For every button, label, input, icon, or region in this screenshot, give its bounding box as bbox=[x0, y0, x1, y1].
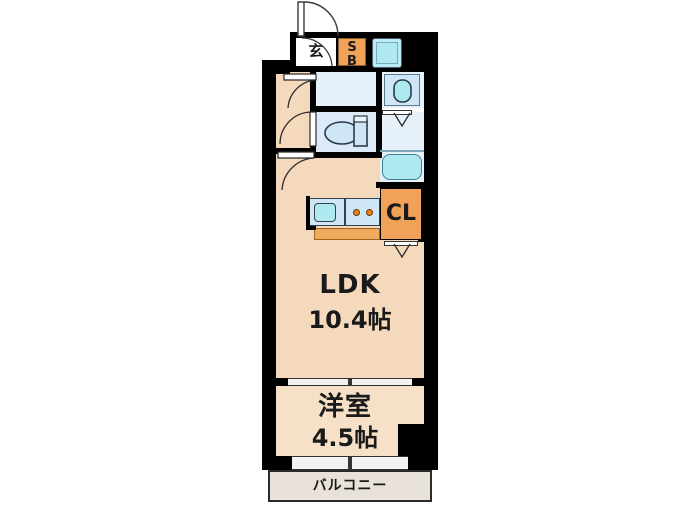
shoe-box bbox=[338, 38, 366, 66]
bedroom-area-label: 4.5帖 bbox=[311, 424, 379, 452]
balcony bbox=[268, 470, 432, 502]
entrance-floor bbox=[296, 38, 336, 66]
bedroom-corner-pillar bbox=[398, 424, 424, 456]
washroom-floor bbox=[316, 72, 380, 108]
washbasin-bowl bbox=[393, 79, 412, 103]
closet-label: CL bbox=[385, 201, 417, 226]
kitchen-wall-stub bbox=[306, 196, 310, 230]
sliding-door-center-stile bbox=[348, 378, 352, 386]
ldk-area-label: 10.4帖 bbox=[308, 306, 392, 334]
washroom-door bbox=[283, 73, 317, 109]
shoe-box-label-line1: S bbox=[347, 40, 357, 55]
balcony-label: バルコニー bbox=[312, 478, 388, 494]
kitchen-sink bbox=[314, 203, 336, 222]
partition-toilet-right bbox=[376, 106, 382, 158]
closet-door-swing bbox=[393, 243, 411, 259]
ldk-label: LDK bbox=[319, 270, 381, 300]
bath-entry-door bbox=[382, 110, 412, 115]
bath-door-swing bbox=[393, 112, 411, 128]
partition-hall-washroom bbox=[310, 72, 316, 108]
toilet-door bbox=[279, 111, 317, 147]
balcony-window-center-stile bbox=[348, 456, 352, 470]
bathtub bbox=[382, 154, 422, 180]
bath-divider-line bbox=[380, 150, 424, 152]
toilet-fixture bbox=[324, 115, 368, 147]
partition-hall-ldk bbox=[276, 148, 316, 154]
gas-stove-burner-left bbox=[353, 209, 360, 216]
washing-machine-pan-inner bbox=[376, 42, 398, 64]
entrance-side-wall-left bbox=[276, 60, 290, 74]
partition-vanity-left bbox=[376, 72, 382, 108]
entrance-inner-door bbox=[301, 37, 333, 67]
closet bbox=[380, 188, 422, 240]
partition-toilet-top bbox=[310, 106, 382, 112]
kitchen-base-cabinet bbox=[314, 228, 380, 240]
outer-wall-left bbox=[262, 60, 276, 470]
upper-right-black-block bbox=[400, 32, 438, 72]
closet-door-panel bbox=[384, 241, 418, 246]
partition-bath-bottom bbox=[376, 182, 424, 188]
entrance-label: 玄 bbox=[308, 42, 324, 60]
kitchen-wall-stub2 bbox=[306, 226, 316, 230]
gas-stove-burner-right bbox=[366, 209, 373, 216]
kitchen-counter-divider bbox=[344, 198, 346, 226]
entrance-door-swing bbox=[297, 1, 339, 37]
shoe-box-label-line2: B bbox=[347, 53, 357, 69]
ldk-door bbox=[277, 151, 315, 191]
hallway-floor bbox=[276, 72, 316, 154]
outer-wall-right bbox=[424, 60, 438, 470]
partition-toilet-bottom bbox=[310, 152, 382, 158]
bedroom-label: 洋室 bbox=[317, 392, 372, 422]
shoe-box-label: S B bbox=[338, 41, 366, 68]
